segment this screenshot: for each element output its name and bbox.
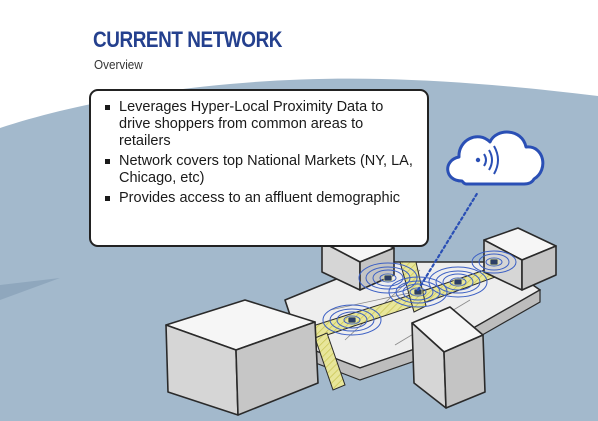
beacon-signals [322,250,517,336]
building-top-right [483,227,557,291]
bullet-proximity-data: Leverages Hyper-Local Proximity Data to … [103,99,417,150]
beacons [347,258,499,324]
beacon-icon [347,316,357,324]
background-shadow-wedge [0,278,60,300]
bullet-list: Leverages Hyper-Local Proximity Data to … [103,99,417,207]
wireless-cloud-icon [446,130,545,186]
building-center [411,306,486,409]
bullet-affluent-demographic: Provides access to an affluent demograph… [103,190,417,207]
callout-box: Leverages Hyper-Local Proximity Data to … [89,89,429,247]
page-title: CURRENT NETWORK [93,27,283,52]
bullet-national-markets: Network covers top National Markets (NY,… [103,153,417,187]
building-left [165,299,319,416]
cloud-connection-line [416,190,480,292]
page-subtitle: Overview [94,57,143,72]
beacon-ring-5 [471,250,517,274]
beacon-ring-1 [322,304,382,336]
beacon-icon [453,278,463,286]
beacon-ring-4 [428,266,488,298]
beacon-icon [383,274,393,282]
beacon-icon [489,258,499,266]
